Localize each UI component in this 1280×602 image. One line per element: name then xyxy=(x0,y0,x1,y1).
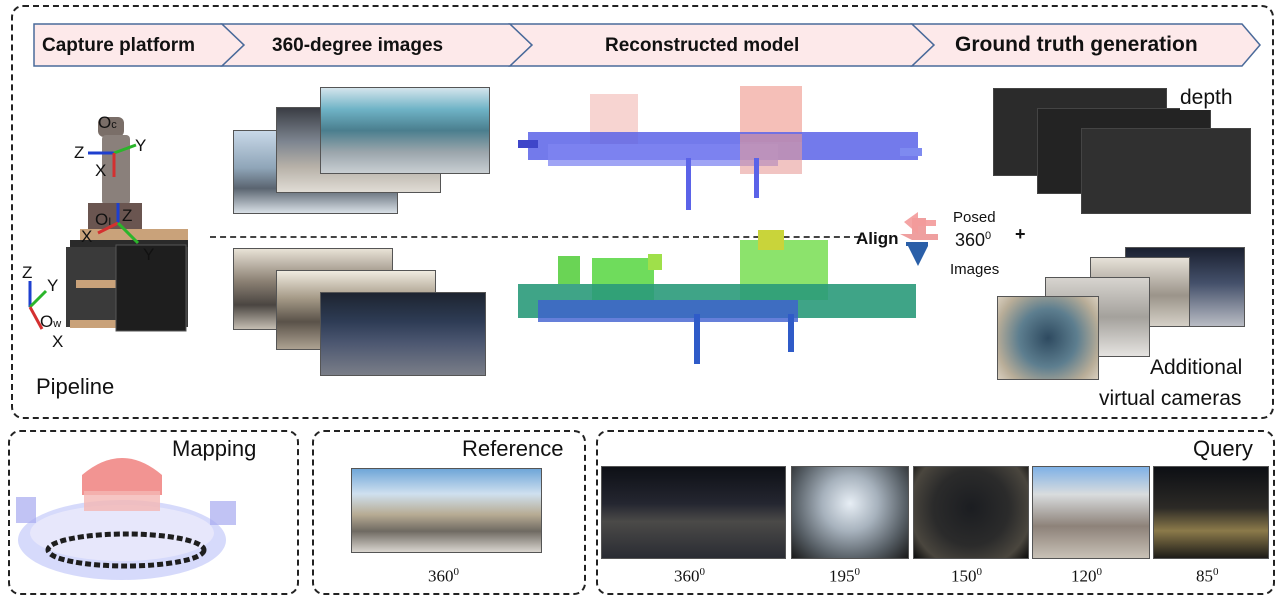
query-image-120 xyxy=(1032,466,1150,559)
depth-map-3 xyxy=(1081,128,1251,214)
reference-panorama xyxy=(351,468,542,553)
depth-label: depth xyxy=(1180,86,1233,110)
query-image-195 xyxy=(791,466,909,559)
reference-title: Reference xyxy=(462,436,564,461)
pipeline-divider xyxy=(210,236,860,238)
world-x-label: X xyxy=(52,332,64,351)
point-cloud-query xyxy=(518,230,916,364)
camera-z-label: Z xyxy=(74,143,85,162)
query-panel xyxy=(596,430,1275,595)
panorama-query-3 xyxy=(320,292,486,376)
query-image-150 xyxy=(913,466,1029,559)
point-cloud-mapping xyxy=(518,86,922,210)
step-label-capture: Capture platform xyxy=(42,35,196,56)
posed-label-number: 3600 xyxy=(955,230,992,250)
query-image-85 xyxy=(1153,466,1269,559)
camera-x-label: X xyxy=(95,161,107,180)
reference-panel xyxy=(312,430,586,595)
camera-origin-label: Oc xyxy=(98,113,117,132)
capture-rig-illustration xyxy=(28,117,188,332)
virtual-cameras-label-line2: virtual cameras xyxy=(1099,387,1242,410)
imu-origin-label: OI xyxy=(95,210,112,229)
query-fov-label-150: 1500 xyxy=(951,566,982,586)
imu-x-label: X xyxy=(81,227,93,246)
query-title: Query xyxy=(1193,436,1253,461)
mapping-title: Mapping xyxy=(172,436,257,461)
virtual-cameras-label-line1: Additional xyxy=(1150,355,1243,381)
query-fov-label-85: 850 xyxy=(1196,566,1219,586)
panorama-mapping-3 xyxy=(320,87,490,174)
query-image-360 xyxy=(601,466,786,559)
query-fov-label-195: 1950 xyxy=(829,566,860,586)
imu-y-label: Y xyxy=(143,245,155,264)
step-chevron-gt xyxy=(910,23,1261,67)
pipeline-label: Pipeline xyxy=(36,374,115,399)
step-label-model: Reconstructed model xyxy=(605,35,800,56)
query-fov-label-120: 1200 xyxy=(1071,566,1102,586)
reference-fov-label: 3600 xyxy=(428,566,459,586)
posed-label-line1: Posed xyxy=(953,209,996,226)
world-z-label: Z xyxy=(22,263,33,282)
align-arrow-icon xyxy=(900,212,938,266)
world-origin-label: Ow xyxy=(40,312,62,331)
query-fov-label-360: 3600 xyxy=(674,566,705,586)
posed-label-line3: Images xyxy=(950,261,1000,278)
mapping-point-cloud xyxy=(16,458,236,580)
imu-z-label: Z xyxy=(122,206,133,225)
mapping-panel xyxy=(8,430,299,595)
align-label: Align xyxy=(856,229,899,248)
pipeline-panel xyxy=(11,5,1274,419)
world-y-label: Y xyxy=(47,276,59,295)
virtual-camera-4 xyxy=(997,296,1099,380)
camera-y-label: Y xyxy=(135,136,147,155)
pipeline-header xyxy=(33,23,1261,67)
step-label-gt: Ground truth generation xyxy=(955,33,1198,56)
plus-sign: + xyxy=(1015,224,1026,244)
step-label-images: 360-degree images xyxy=(272,35,444,56)
